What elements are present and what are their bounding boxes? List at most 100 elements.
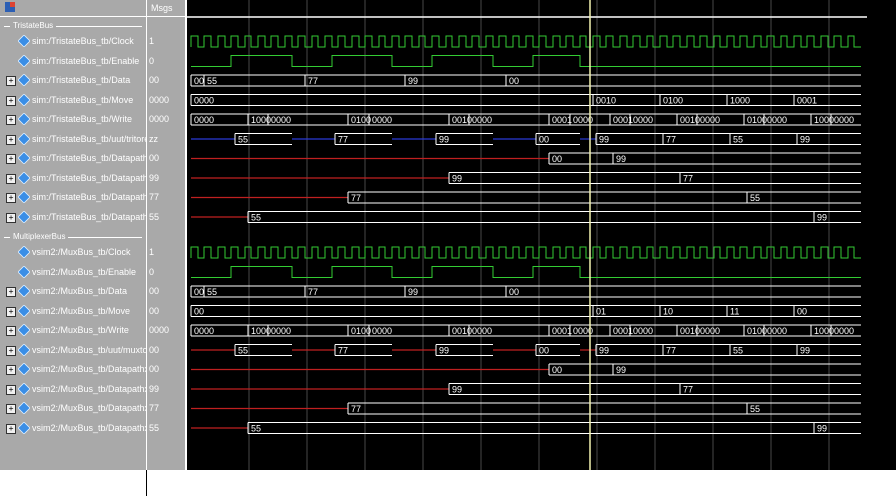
bus-segment[interactable] xyxy=(548,324,570,337)
bus-segment[interactable] xyxy=(468,113,549,126)
bus-segment[interactable] xyxy=(746,402,861,415)
bus-segment[interactable] xyxy=(404,74,506,87)
plus-expand-icon[interactable]: + xyxy=(6,76,16,86)
bus-segment[interactable] xyxy=(662,344,730,356)
signal-row[interactable]: +vsim2:/MuxBus_tb/Move xyxy=(0,302,146,320)
bus-segment[interactable] xyxy=(830,113,861,126)
plus-expand-icon[interactable]: + xyxy=(6,95,16,106)
signal-row[interactable]: +sim:/TristateBus_tb/Datapathx0 xyxy=(0,149,157,167)
bus-segment[interactable] xyxy=(468,324,549,337)
plus-expand-icon[interactable]: + xyxy=(6,193,16,203)
bus-segment[interactable] xyxy=(234,133,292,145)
bus-segment[interactable] xyxy=(813,422,861,434)
group-header-tristatebus[interactable]: TristateBus xyxy=(0,19,146,33)
clock-waveform[interactable] xyxy=(190,246,861,259)
bus-segment[interactable] xyxy=(830,324,861,337)
plus-expand-icon[interactable]: + xyxy=(6,212,16,223)
plus-expand-icon[interactable]: + xyxy=(6,404,16,414)
plus-expand-icon[interactable]: + xyxy=(6,154,16,164)
plus-expand-icon[interactable]: + xyxy=(6,345,16,356)
bus-segment[interactable] xyxy=(726,94,794,106)
plus-expand-icon[interactable]: + xyxy=(6,326,16,336)
signal-row[interactable]: +vsim2:/MuxBus_tb/Datapathx3 xyxy=(0,419,154,437)
signal-row[interactable]: +sim:/TristateBus_tb/Datapathx1 xyxy=(0,169,157,187)
signal-row[interactable]: +sim:/TristateBus_tb/uut/tritoregs xyxy=(0,130,159,148)
bus-segment[interactable] xyxy=(304,74,405,87)
enable-waveform[interactable] xyxy=(191,55,861,67)
modelsim-logo-icon[interactable] xyxy=(5,2,15,12)
bus-segment[interactable] xyxy=(592,94,660,106)
enable-waveform[interactable] xyxy=(191,266,861,278)
bus-segment[interactable] xyxy=(448,172,680,184)
bus-segment[interactable] xyxy=(595,133,663,145)
bus-segment[interactable] xyxy=(696,113,744,126)
bus-segment[interactable] xyxy=(726,305,794,317)
bus-segment[interactable] xyxy=(190,113,248,126)
bus-segment[interactable] xyxy=(505,74,861,87)
bus-segment[interactable] xyxy=(796,133,861,145)
bus-segment[interactable] xyxy=(548,152,613,165)
plus-expand-icon[interactable]: + xyxy=(6,423,16,434)
bus-segment[interactable] xyxy=(190,305,593,317)
bus-segment[interactable] xyxy=(247,422,814,434)
signal-row[interactable]: +vsim2:/MuxBus_tb/uut/muxtoregs xyxy=(0,341,165,359)
bus-segment[interactable] xyxy=(662,133,730,145)
plus-expand-icon[interactable]: + xyxy=(6,365,16,375)
bus-segment[interactable] xyxy=(234,344,292,356)
bus-segment[interactable] xyxy=(548,113,570,126)
bus-segment[interactable] xyxy=(609,324,630,337)
bus-segment[interactable] xyxy=(592,305,660,317)
bus-segment[interactable] xyxy=(435,344,493,356)
bus-segment[interactable] xyxy=(247,324,268,337)
bus-segment[interactable] xyxy=(203,74,305,87)
bus-segment[interactable] xyxy=(368,113,449,126)
bus-segment[interactable] xyxy=(190,324,248,337)
bus-segment[interactable] xyxy=(793,305,861,317)
plus-expand-icon[interactable]: + xyxy=(6,306,16,317)
bus-segment[interactable] xyxy=(448,324,469,337)
bus-segment[interactable] xyxy=(729,344,797,356)
bus-segment[interactable] xyxy=(595,344,663,356)
bus-segment[interactable] xyxy=(203,285,305,298)
bus-segment[interactable] xyxy=(505,285,861,298)
plus-expand-icon[interactable]: + xyxy=(6,287,16,297)
signal-row[interactable]: +sim:/TristateBus_tb/Datapathx3 xyxy=(0,208,157,226)
signal-row[interactable]: +sim:/TristateBus_tb/Move xyxy=(0,91,146,109)
bus-segment[interactable] xyxy=(612,152,861,165)
bus-segment[interactable] xyxy=(629,113,677,126)
bus-segment[interactable] xyxy=(267,324,348,337)
bus-segment[interactable] xyxy=(793,94,861,106)
bus-segment[interactable] xyxy=(676,113,697,126)
bus-segment[interactable] xyxy=(368,324,449,337)
bus-segment[interactable] xyxy=(247,113,268,126)
bus-segment[interactable] xyxy=(247,211,814,223)
bus-segment[interactable] xyxy=(629,324,677,337)
signal-row[interactable]: vsim2:/MuxBus_tb/Enable xyxy=(0,263,146,281)
bus-segment[interactable] xyxy=(743,324,764,337)
signal-row[interactable]: +vsim2:/MuxBus_tb/Write xyxy=(0,321,146,339)
bus-segment[interactable] xyxy=(679,383,861,395)
signal-row[interactable]: +vsim2:/MuxBus_tb/Datapathx2 xyxy=(0,399,154,417)
bus-segment[interactable] xyxy=(535,344,580,356)
signal-row[interactable]: +sim:/TristateBus_tb/Datapathx2 xyxy=(0,188,157,206)
bus-segment[interactable] xyxy=(810,113,831,126)
signal-row[interactable]: sim:/TristateBus_tb/Clock xyxy=(0,32,146,50)
bus-segment[interactable] xyxy=(763,324,811,337)
bus-segment[interactable] xyxy=(347,191,747,204)
bus-segment[interactable] xyxy=(612,363,861,376)
bus-segment[interactable] xyxy=(729,133,797,145)
bus-segment[interactable] xyxy=(448,383,680,395)
bus-segment[interactable] xyxy=(404,285,506,298)
bus-segment[interactable] xyxy=(676,324,697,337)
clock-waveform[interactable] xyxy=(190,35,861,48)
plus-expand-icon[interactable]: + xyxy=(6,134,16,145)
bus-segment[interactable] xyxy=(763,113,811,126)
plus-expand-icon[interactable]: + xyxy=(6,173,16,184)
bus-segment[interactable] xyxy=(813,211,861,223)
bus-segment[interactable] xyxy=(435,133,493,145)
bus-segment[interactable] xyxy=(535,133,580,145)
signal-row[interactable]: +vsim2:/MuxBus_tb/Data xyxy=(0,282,146,300)
plus-expand-icon[interactable]: + xyxy=(6,115,16,125)
bus-segment[interactable] xyxy=(796,344,861,356)
